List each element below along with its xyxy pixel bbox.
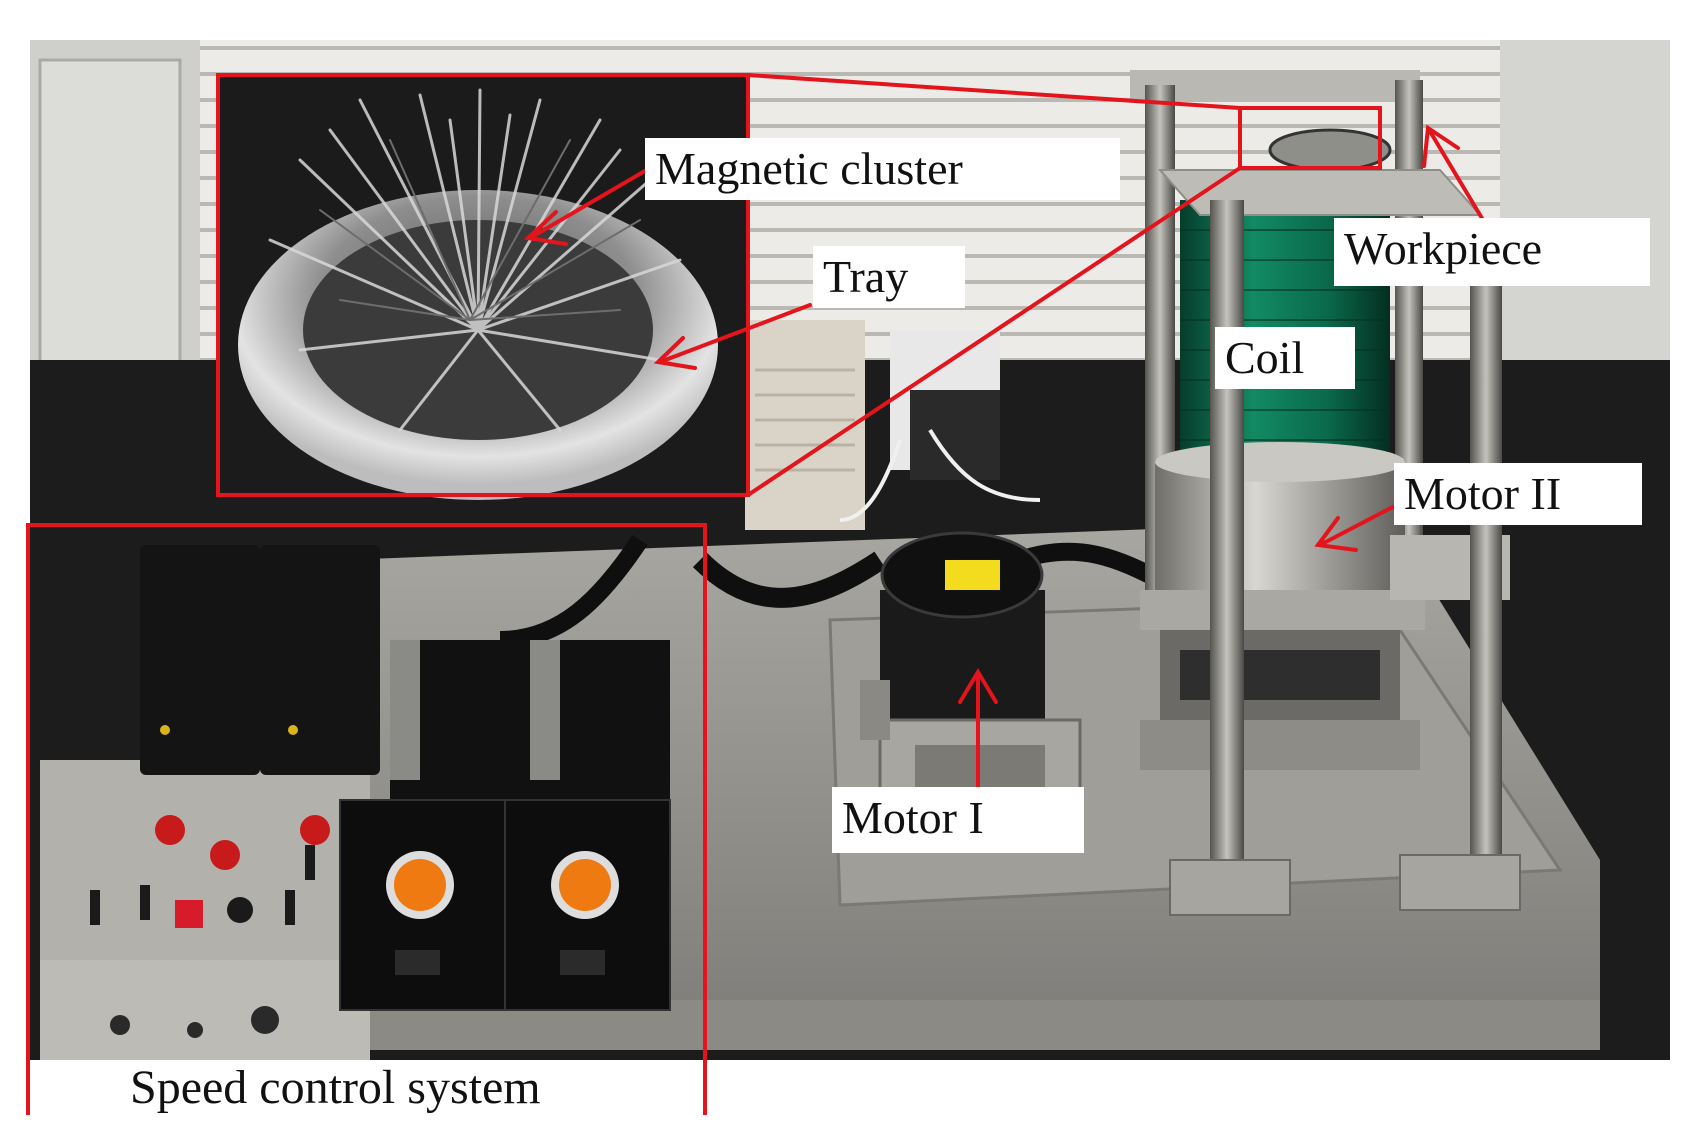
label-motor-i: Motor I bbox=[832, 787, 1084, 853]
label-speed-control-system: Speed control system bbox=[130, 1061, 541, 1114]
label-tray: Tray bbox=[813, 246, 965, 308]
label-magnetic-cluster: Magnetic cluster bbox=[645, 138, 1120, 200]
label-coil: Coil bbox=[1215, 327, 1355, 389]
label-workpiece: Workpiece bbox=[1334, 218, 1650, 286]
label-motor-ii: Motor II bbox=[1394, 463, 1642, 525]
